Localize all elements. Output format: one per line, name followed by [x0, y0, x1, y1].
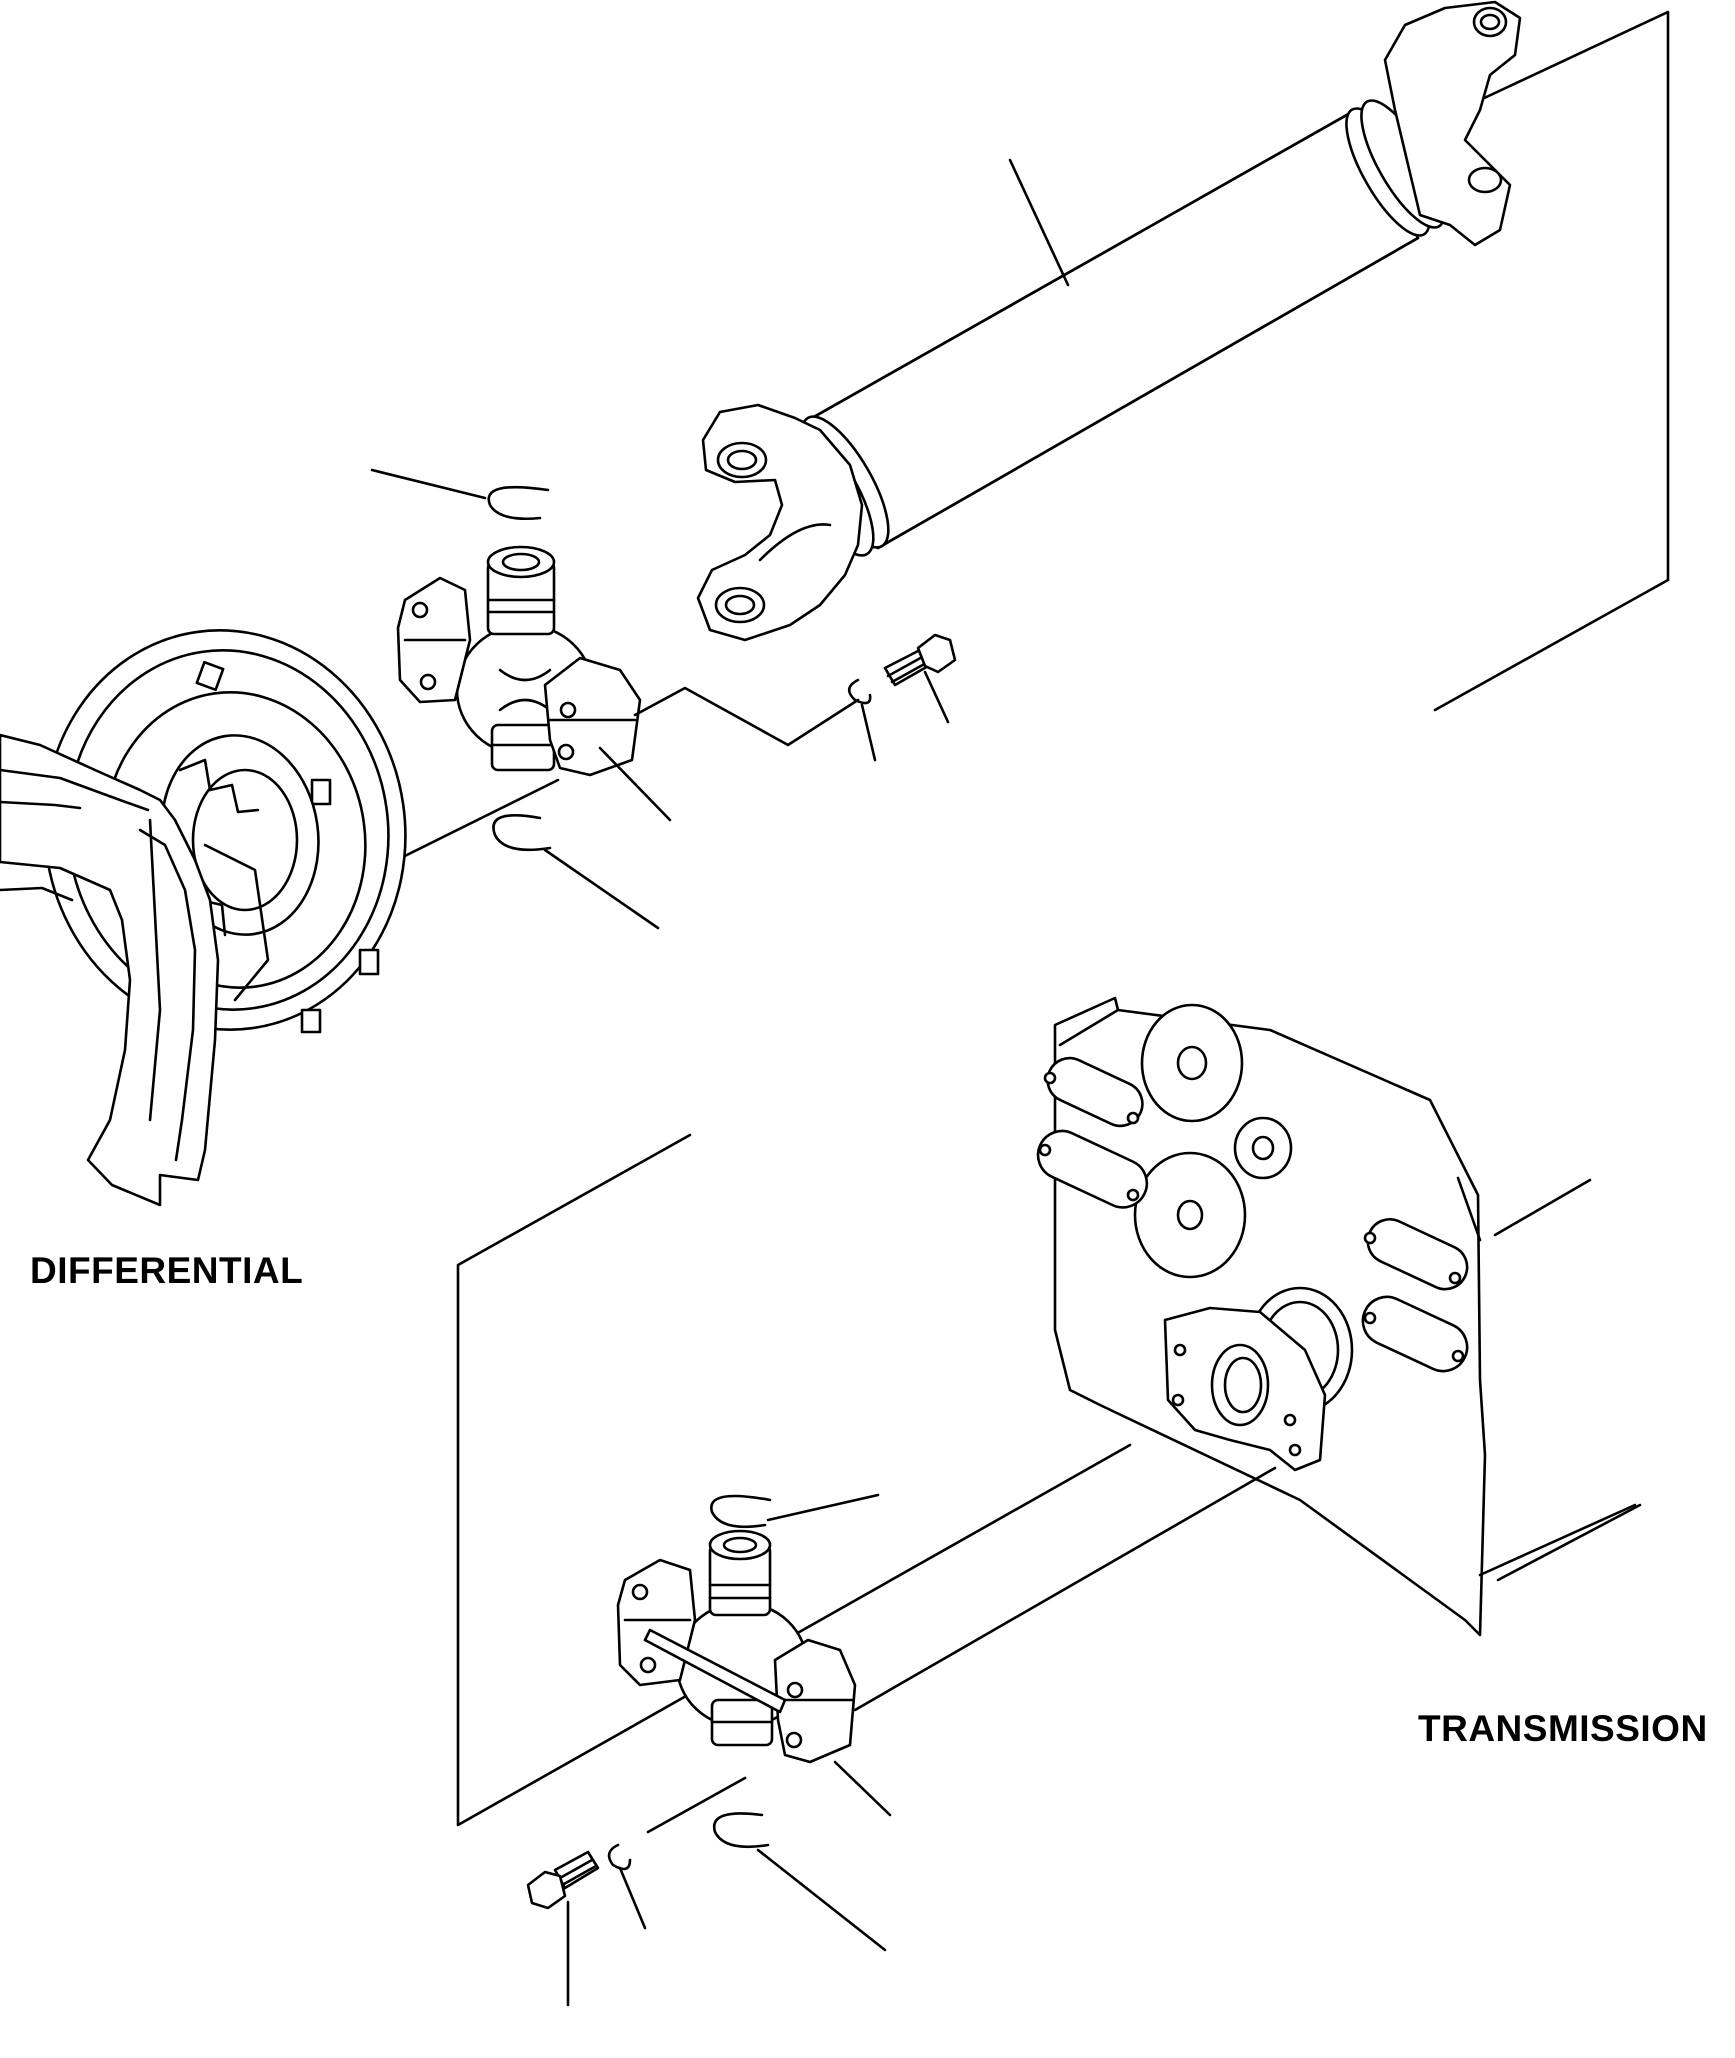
- snap-ring-lower-a: [710, 1494, 772, 1529]
- differential-housing: [0, 629, 407, 1207]
- leader-snap-ring-upper-a: [370, 468, 487, 500]
- lock-washer-lower: [607, 1843, 632, 1871]
- differential-label: DIFFERENTIAL: [30, 1250, 304, 1291]
- upper-plane-outline: [1433, 10, 1670, 712]
- propeller-shaft: [696, 0, 1522, 642]
- leader-lower-spider: [833, 1760, 892, 1817]
- assembly-line-bolt: [633, 686, 860, 747]
- leader-snap-ring-lower-a: [766, 1493, 880, 1522]
- lower-universal-joint: [616, 1529, 857, 1764]
- leader-upper-spider: [598, 746, 672, 822]
- assembly-line-lower: [853, 1466, 1277, 1712]
- assembly-line-lower-bolt: [646, 1776, 747, 1834]
- transmission-label: TRANSMISSION: [1418, 1708, 1708, 1749]
- leader-snap-ring-upper-b: [543, 848, 660, 930]
- snap-ring-lower-b: [712, 1812, 770, 1849]
- upper-universal-joint: [396, 545, 642, 777]
- snap-ring-upper-a: [487, 485, 550, 520]
- bolt-upper: [883, 633, 957, 687]
- leader-shaft: [1008, 158, 1070, 287]
- leader-lock-washer-lower: [618, 1866, 647, 1930]
- snap-ring-upper-b: [492, 814, 552, 852]
- lock-washer-upper: [847, 678, 872, 705]
- leader-snap-ring-lower-b: [756, 1848, 887, 1952]
- leader-lock-washer-upper: [860, 703, 877, 762]
- leader-bolt-upper: [923, 670, 950, 724]
- bolt-lower: [526, 1850, 600, 1910]
- transmission-housing: [1036, 996, 1642, 1637]
